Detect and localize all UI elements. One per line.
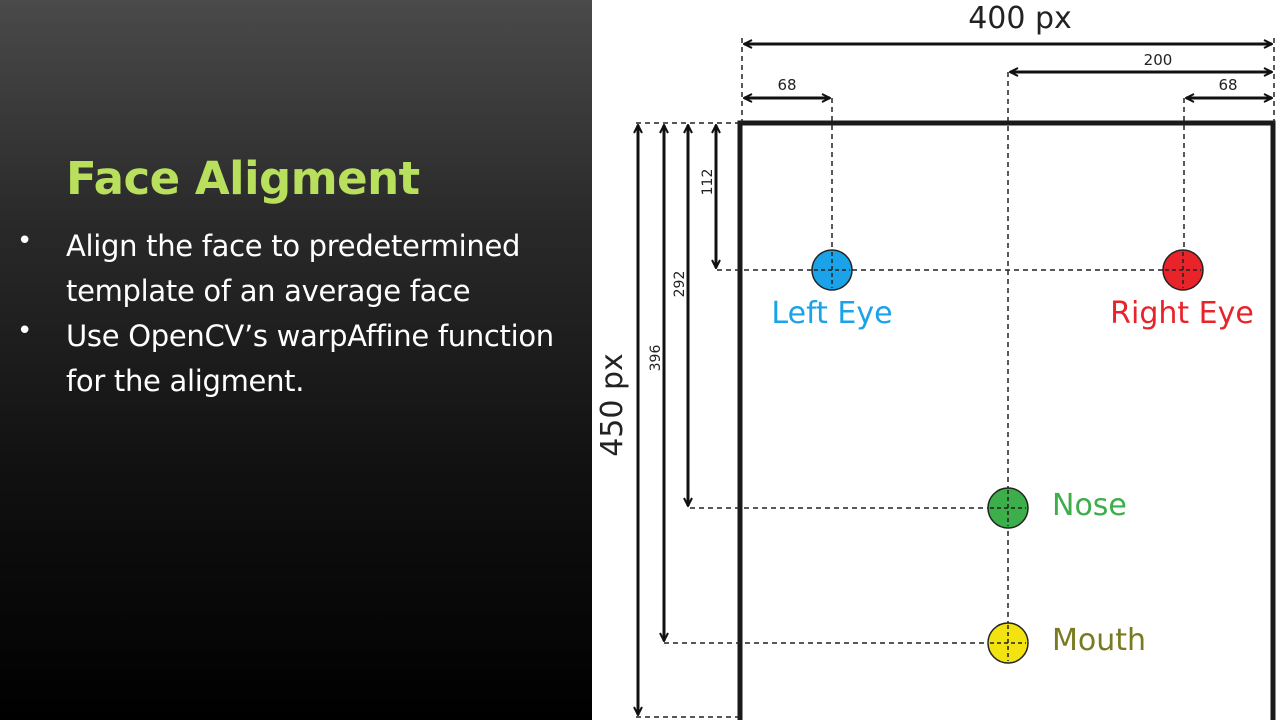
face-template-diagram: 400 px 200 68 68 450 px 396 292 112 [592, 0, 1280, 720]
right-eye-x-label: 68 [1218, 76, 1237, 94]
slide-title: Face Aligment [66, 152, 420, 205]
mouth-label: Mouth [1052, 623, 1146, 658]
face-template-svg: 400 px 200 68 68 450 px 396 292 112 [595, 1, 1276, 720]
left-eye-label: Left Eye [771, 296, 892, 331]
eye-y-label: 112 [700, 169, 716, 196]
bullet-item: • Use OpenCV’s warpAffine function for t… [0, 314, 592, 404]
guide-lines [636, 38, 1275, 718]
bullet-glyph: • [17, 226, 33, 256]
slide-text-panel: Face Aligment • Align the face to predet… [0, 0, 592, 720]
bullet-text: Align the face to predetermined template… [66, 229, 521, 308]
center-dim-label: 200 [1144, 51, 1173, 69]
bullet-text: Use OpenCV’s warpAffine function for the… [66, 319, 554, 398]
nose-label: Nose [1052, 488, 1127, 523]
left-eye-landmark [811, 249, 853, 291]
right-eye-label: Right Eye [1110, 296, 1254, 331]
height-label: 450 px [595, 353, 630, 457]
nose-landmark [987, 487, 1029, 529]
bullet-glyph: • [17, 316, 33, 346]
bullet-item: • Align the face to predetermined templa… [0, 224, 592, 314]
right-eye-landmark [1162, 249, 1204, 291]
nose-y-label: 292 [672, 271, 688, 298]
template-frame [737, 120, 1276, 720]
bullet-list: • Align the face to predetermined templa… [0, 224, 592, 404]
dimension-arrows [638, 44, 1272, 715]
mouth-landmark [987, 622, 1029, 664]
width-label: 400 px [968, 1, 1072, 36]
left-eye-x-label: 68 [777, 76, 796, 94]
mouth-y-label: 396 [648, 345, 664, 372]
